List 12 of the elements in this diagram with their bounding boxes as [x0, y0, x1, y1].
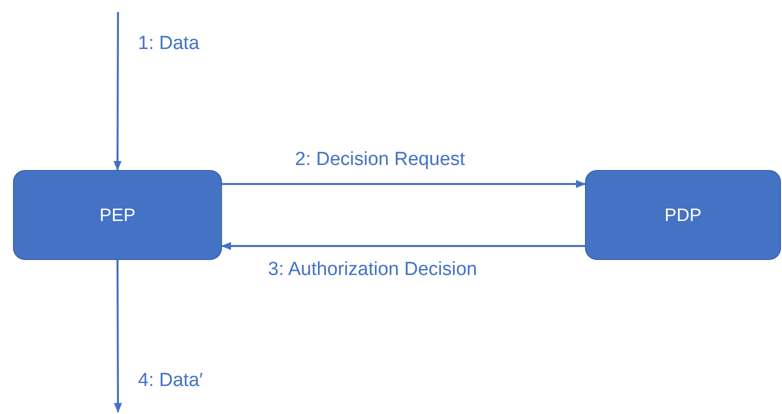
- edge-label: 2: Decision Request: [295, 149, 466, 171]
- edge-label: 4: Data′: [138, 370, 203, 392]
- edge-label: 1: Data: [138, 33, 200, 55]
- box-label: PDP: [664, 204, 702, 226]
- arrow: [114, 12, 122, 171]
- box-label: PEP: [99, 204, 136, 226]
- process-box: [585, 170, 781, 260]
- arrow: [221, 242, 585, 250]
- arrow: [114, 260, 122, 413]
- edge-label: 3: Authorization Decision: [268, 259, 478, 281]
- process-box: [13, 170, 222, 260]
- arrow: [222, 180, 586, 188]
